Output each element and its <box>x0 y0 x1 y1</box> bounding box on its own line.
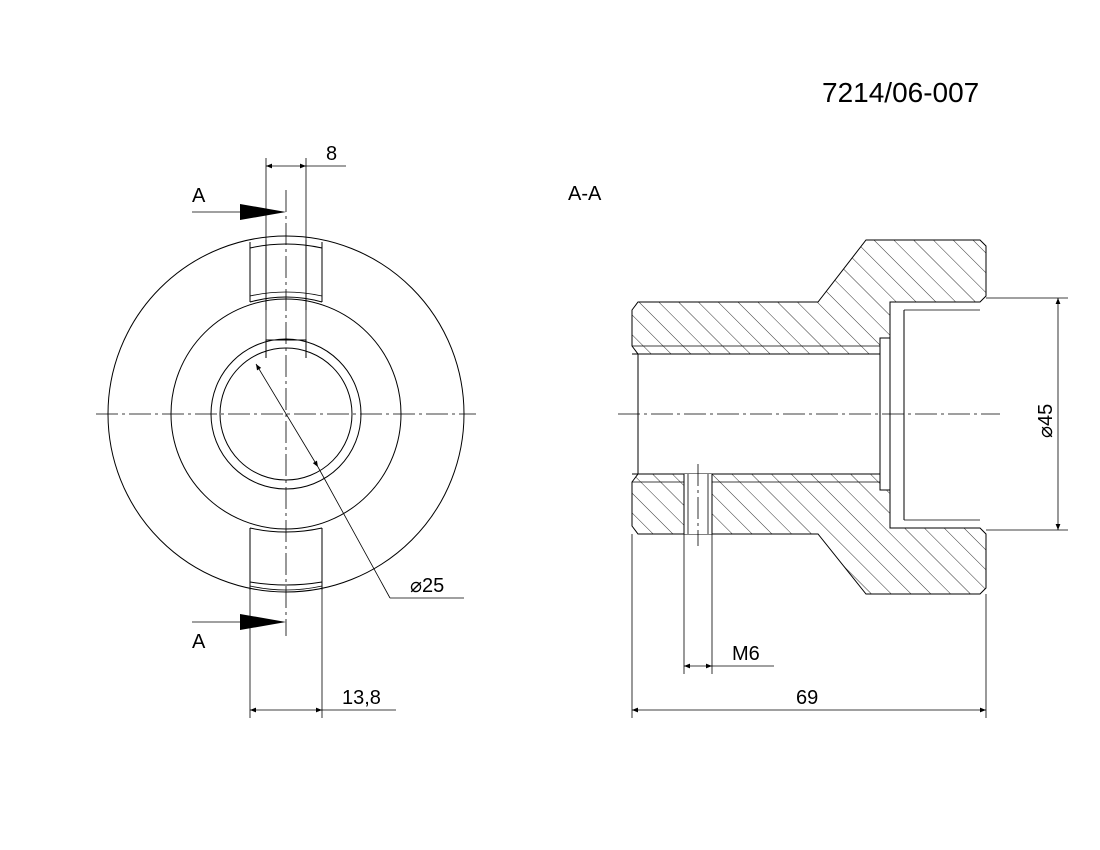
dim-thread: M6 <box>683 534 774 674</box>
dim-offset-width: 13,8 <box>249 590 396 718</box>
section-view: A-A ⌀45 <box>568 183 1068 718</box>
bottom-slot <box>249 527 323 591</box>
dim-overall-length-label: 69 <box>796 687 818 709</box>
dim-outer-diameter-label: ⌀45 <box>1035 404 1057 438</box>
upper-section-half <box>631 239 987 355</box>
dim-thread-label: M6 <box>732 643 760 665</box>
dim-offset-width-label: 13,8 <box>342 687 381 709</box>
section-view-label: A-A <box>568 183 602 205</box>
section-marker-bottom: A <box>192 631 206 653</box>
lower-section-half <box>631 473 987 595</box>
section-arrow-top: A <box>192 185 286 220</box>
section-marker-top: A <box>192 185 206 207</box>
end-view: 8 ⌀25 13,8 A A <box>96 143 476 718</box>
dim-bore-diameter: ⌀25 <box>255 363 464 599</box>
dim-keyway-width: 8 <box>265 143 346 340</box>
threaded-hole <box>683 464 713 546</box>
dim-keyway-width-label: 8 <box>326 143 337 165</box>
dim-outer-diameter: ⌀45 <box>986 297 1068 531</box>
dim-bore-diameter-label: ⌀25 <box>410 575 444 597</box>
section-arrow-bottom: A <box>192 614 286 653</box>
dim-overall-length: 69 <box>631 534 987 718</box>
part-number: 7214/06-007 <box>822 77 979 108</box>
